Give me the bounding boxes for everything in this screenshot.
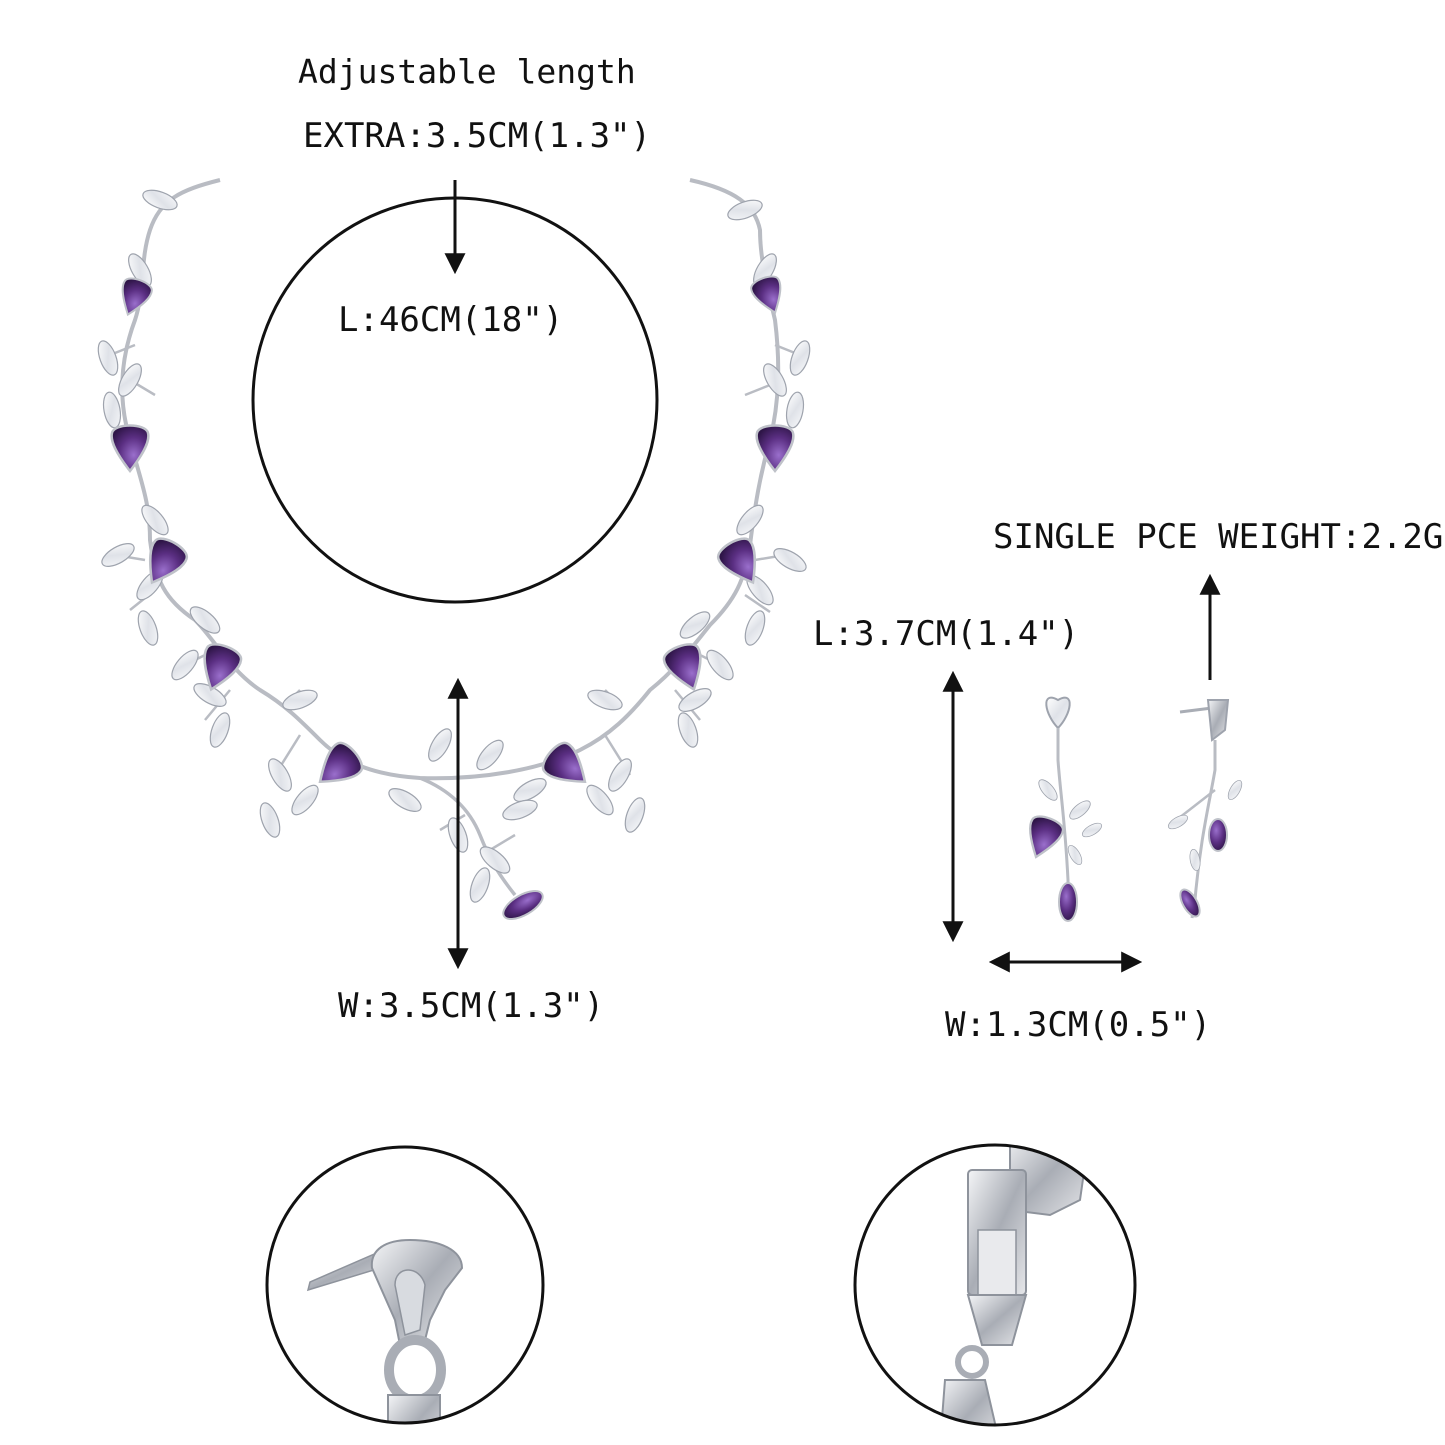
earring-length-label: L:3.7CM(1.4") <box>813 614 1080 654</box>
necklace-icon <box>93 178 815 920</box>
necklace-length-label: L:46CM(18") <box>338 300 564 340</box>
earring-width-label: W:1.3CM(0.5") <box>945 1005 1212 1045</box>
earring-stud-closeup-icon <box>265 1145 545 1425</box>
earring-pair-icon <box>1019 696 1245 922</box>
adjustable-length-label: Adjustable length <box>298 52 636 91</box>
single-piece-weight-label: SINGLE PCE WEIGHT:2.2G <box>993 517 1444 557</box>
clasp-closeup-icon <box>853 1143 1137 1427</box>
extra-length-label: EXTRA:3.5CM(1.3") <box>303 116 651 156</box>
necklace-width-label: W:3.5CM(1.3") <box>338 986 605 1026</box>
